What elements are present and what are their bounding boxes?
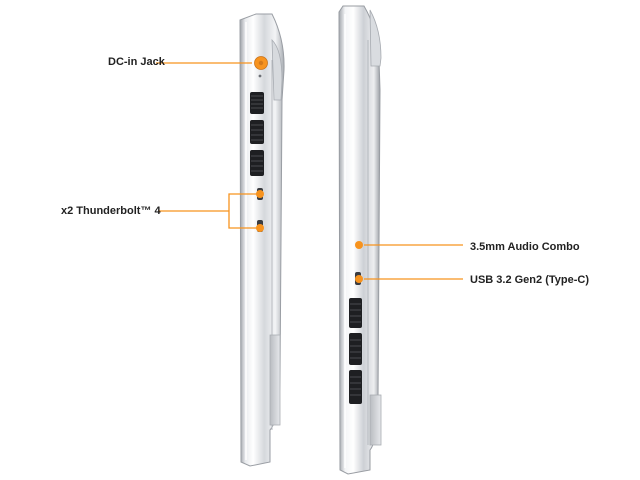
left-side-laptop [239,13,285,467]
dc-in-label: DC-in Jack [108,56,165,68]
thunderbolt-dot-2 [256,224,264,232]
port-markers [254,56,363,283]
audio-combo-label: 3.5mm Audio Combo [470,241,580,253]
usb-dot [355,275,363,283]
thunderbolt-label: x2 Thunderbolt™ 4 [61,205,161,217]
audio-dot [355,241,363,249]
thunderbolt-dot-1 [256,190,264,198]
dc-in-dot-core [258,60,264,66]
usb-c-label: USB 3.2 Gen2 (Type-C) [470,274,589,286]
callout-lines [156,62,463,280]
right-side-laptop [338,5,382,475]
